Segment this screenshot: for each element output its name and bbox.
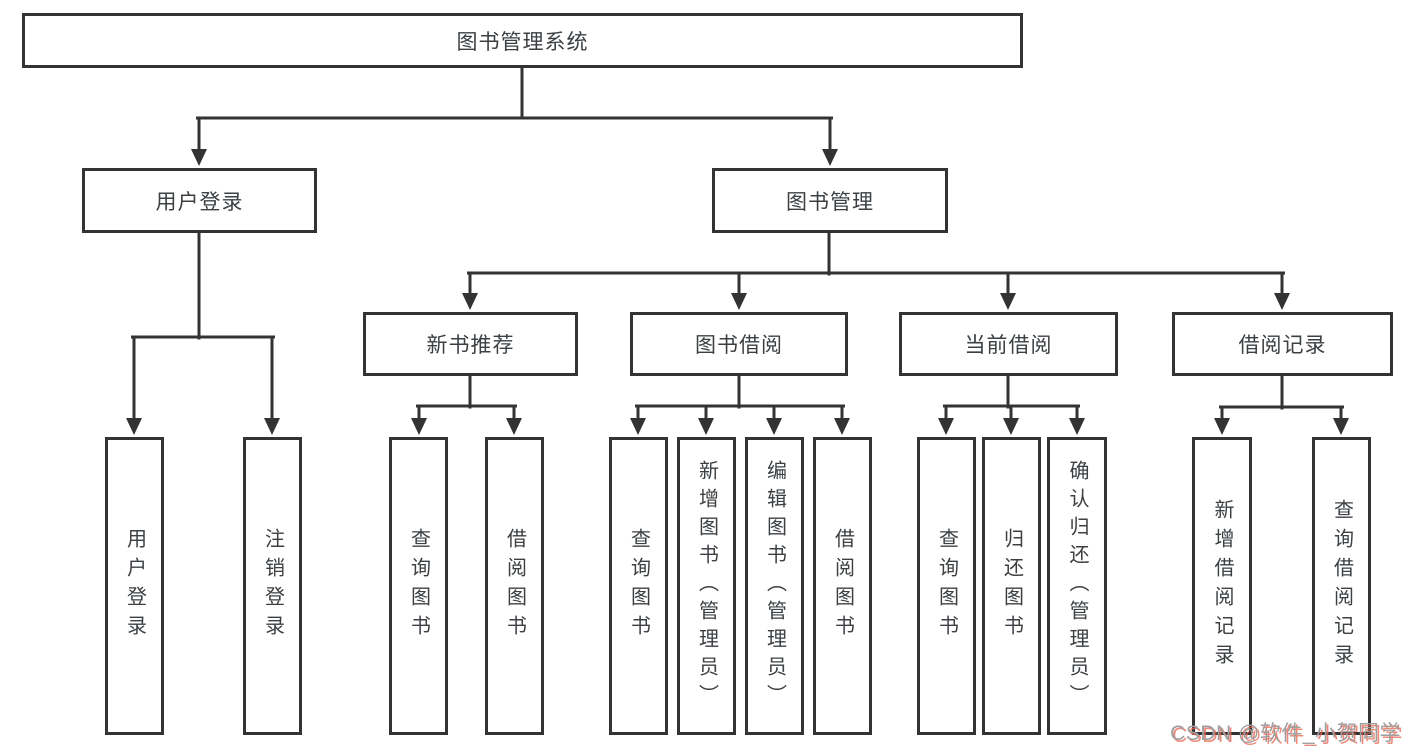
node-book-borrow-label: 图书借阅 (695, 334, 783, 357)
leaf-user-login: 用户登录 (105, 437, 164, 735)
leaf-query-books-borrow-label: 查询图书 (627, 528, 650, 644)
node-new-book-recommend: 新书推荐 (363, 312, 578, 376)
leaf-query-borrow-record-label: 查询借阅记录 (1330, 499, 1353, 673)
leaf-return-book: 归还图书 (982, 437, 1041, 735)
node-book-management-label: 图书管理 (786, 190, 874, 214)
leaf-borrow-books-recommend-label: 借阅图书 (503, 528, 526, 644)
leaf-edit-book-admin: 编辑图书（管理员） (745, 437, 804, 735)
node-book-management: 图书管理 (712, 168, 948, 233)
node-user-login-branch-label: 用户登录 (155, 190, 244, 214)
leaf-confirm-return-admin: 确认归还（管理员） (1047, 437, 1107, 735)
leaf-confirm-return-admin-label: 确认归还（管理员） (1066, 460, 1088, 712)
leaf-add-book-admin: 新增图书（管理员） (677, 437, 736, 735)
leaf-borrow-books-recommend: 借阅图书 (485, 437, 544, 735)
arrowheads (126, 149, 1349, 435)
node-root: 图书管理系统 (22, 13, 1023, 68)
leaf-add-borrow-record-label: 新增借阅记录 (1211, 499, 1233, 673)
leaf-query-books-recommend: 查询图书 (389, 437, 448, 735)
leaf-add-borrow-record: 新增借阅记录 (1192, 437, 1252, 735)
leaf-query-borrow-record: 查询借阅记录 (1312, 437, 1371, 735)
node-root-label: 图书管理系统 (456, 30, 589, 54)
leaf-query-books-borrow: 查询图书 (609, 437, 668, 735)
node-book-borrow: 图书借阅 (630, 312, 848, 376)
node-current-borrow: 当前借阅 (899, 312, 1118, 376)
leaf-user-login-label: 用户登录 (123, 528, 146, 644)
node-new-book-recommend-label: 新书推荐 (426, 334, 515, 357)
leaf-edit-book-admin-label: 编辑图书（管理员） (763, 460, 786, 712)
leaf-borrow-books-label: 借阅图书 (831, 528, 854, 644)
leaf-logout-label: 注销登录 (261, 528, 284, 644)
leaf-return-book-label: 归还图书 (1000, 528, 1023, 644)
watermark: CSDN @软件_小贺同学 (1170, 722, 1401, 745)
leaf-add-book-admin-label: 新增图书（管理员） (695, 460, 718, 712)
leaf-query-books-current-label: 查询图书 (935, 528, 958, 644)
node-borrow-records-label: 借阅记录 (1238, 334, 1327, 357)
node-current-borrow-label: 当前借阅 (964, 334, 1053, 357)
leaf-query-books-recommend-label: 查询图书 (407, 528, 430, 644)
node-borrow-records: 借阅记录 (1172, 312, 1393, 376)
leaf-query-books-current: 查询图书 (917, 437, 976, 735)
node-user-login-branch: 用户登录 (82, 168, 317, 233)
leaf-borrow-books: 借阅图书 (813, 437, 872, 735)
leaf-logout: 注销登录 (243, 437, 302, 735)
